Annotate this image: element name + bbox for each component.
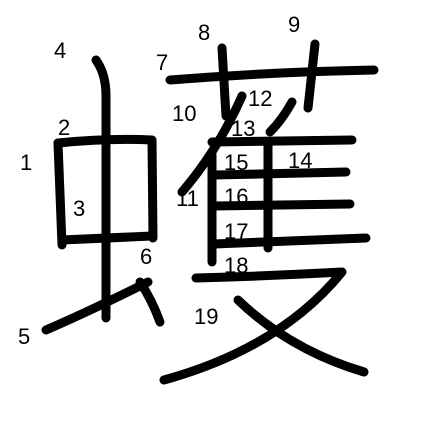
stroke-number-7: 7 <box>156 50 168 75</box>
stroke-number-13: 13 <box>231 116 255 141</box>
stroke-number-19: 19 <box>194 304 218 329</box>
stroke-1 <box>53 138 67 250</box>
stroke-number-8: 8 <box>198 20 210 45</box>
stroke-17 <box>209 233 371 249</box>
stroke-2 <box>53 134 158 243</box>
stroke-number-6: 6 <box>140 244 152 269</box>
stroke-number-18: 18 <box>224 253 248 278</box>
stroke-6 <box>135 277 165 327</box>
stroke-number-15: 15 <box>224 150 248 175</box>
stroke-16 <box>209 199 355 211</box>
stroke-number-9: 9 <box>288 12 300 37</box>
stroke-number-17: 17 <box>224 219 248 244</box>
stroke-18 <box>159 267 347 385</box>
stroke-10 <box>177 91 247 197</box>
stroke-number-16: 16 <box>224 184 248 209</box>
stroke-12 <box>265 97 297 137</box>
stroke-8 <box>217 43 231 121</box>
stroke-number-2: 2 <box>58 115 70 140</box>
stroke-19 <box>233 295 369 377</box>
stroke-number-1: 1 <box>20 150 32 175</box>
stroke-number-11: 11 <box>176 186 199 211</box>
stroke-number-3: 3 <box>73 196 85 221</box>
stroke-13 <box>207 135 357 147</box>
stroke-4 <box>91 55 111 323</box>
stroke-number-5: 5 <box>18 324 30 349</box>
stroke-number-12: 12 <box>248 86 272 111</box>
stroke-5 <box>41 277 153 335</box>
stroke-9 <box>303 39 320 113</box>
stroke-number-4: 4 <box>54 38 66 63</box>
stroke-number-10: 10 <box>172 101 196 126</box>
stroke-15 <box>209 167 351 180</box>
stroke-7 <box>165 65 379 85</box>
stroke-number-14: 14 <box>288 148 312 173</box>
